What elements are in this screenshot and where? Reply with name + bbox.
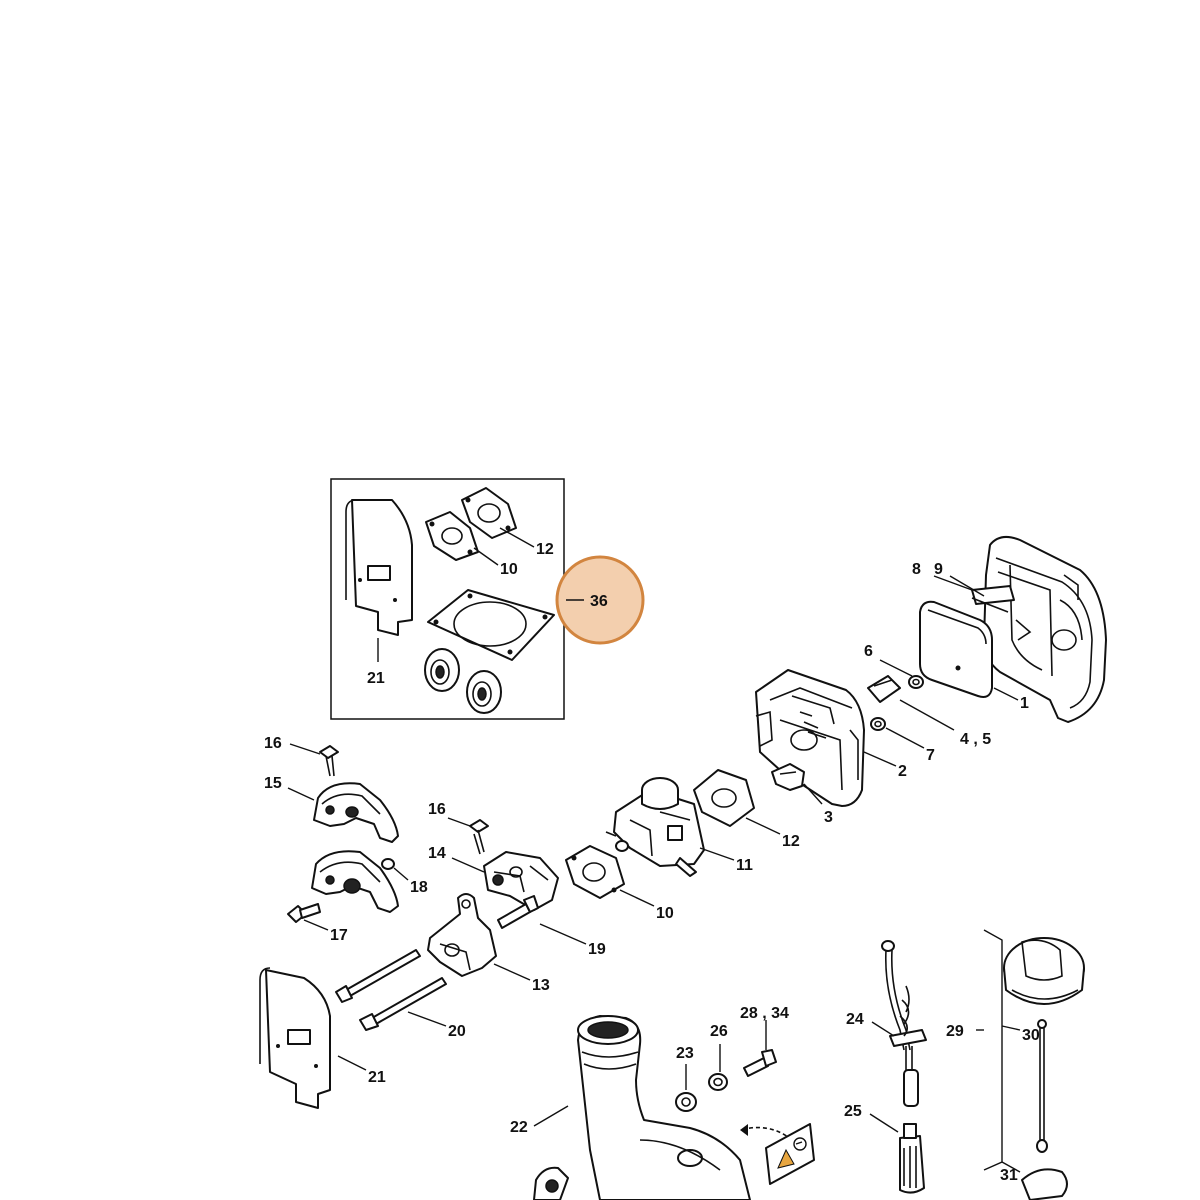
- washer-6-part[interactable]: [908, 675, 924, 689]
- grip-clip-part[interactable]: [533, 1166, 569, 1200]
- highlight-callout-36[interactable]: 36: [555, 555, 645, 645]
- callout-10-kit: 10: [500, 561, 518, 578]
- callout-20: 20: [448, 1023, 466, 1040]
- callout-13: 13: [532, 977, 550, 994]
- callout-21: 21: [368, 1069, 386, 1086]
- warning-triangle-icon: [777, 1137, 807, 1169]
- mount-upper-part[interactable]: [313, 782, 399, 843]
- callout-10: 10: [656, 905, 674, 922]
- nut-18-part[interactable]: [381, 858, 395, 870]
- gasket-kit-box: 12 10 21: [330, 478, 565, 720]
- sleeve-26-part[interactable]: [708, 1073, 728, 1091]
- grommet-23-part[interactable]: [675, 1092, 697, 1112]
- callout-21-kit: 21: [367, 670, 385, 687]
- air-filter-element-part[interactable]: [919, 600, 993, 698]
- nut-7-part[interactable]: [870, 717, 886, 731]
- callout-16-left: 16: [264, 735, 282, 752]
- handle-housing-part[interactable]: [577, 1015, 751, 1200]
- callout-7: 7: [926, 747, 935, 764]
- intake-manifold-part[interactable]: [427, 893, 497, 977]
- screw-16a-part[interactable]: [319, 745, 339, 777]
- fuel-line-part[interactable]: [881, 940, 927, 1107]
- carburetor-part[interactable]: [605, 777, 705, 877]
- muffler-shield-part[interactable]: [259, 967, 331, 1109]
- callout-22: 22: [510, 1119, 528, 1136]
- cap-tether-part[interactable]: [1021, 1019, 1068, 1200]
- callout-3: 3: [824, 809, 833, 826]
- callout-24: 24: [846, 1011, 864, 1028]
- screw-19-part[interactable]: [497, 895, 539, 929]
- kit-bearing-left-part[interactable]: [424, 648, 460, 692]
- callout-12-kit: 12: [536, 541, 554, 558]
- fuel-filter-part[interactable]: [899, 1123, 925, 1194]
- callout-31: 31: [1000, 1167, 1018, 1184]
- callout-23: 23: [676, 1045, 694, 1062]
- mount-lower-part[interactable]: [311, 850, 399, 913]
- callout-19: 19: [588, 941, 606, 958]
- screw-28-part[interactable]: [743, 1049, 777, 1077]
- callout-15: 15: [264, 775, 282, 792]
- callout-30: 30: [1022, 1027, 1040, 1044]
- callout-17: 17: [330, 927, 348, 944]
- kit-bearing-right-part[interactable]: [466, 670, 502, 714]
- air-filter-base-part[interactable]: [755, 669, 865, 807]
- callout-28-34: 28 , 34: [740, 1005, 789, 1022]
- callout-25: 25: [844, 1103, 862, 1120]
- rotation-arrow-icon: [739, 1124, 793, 1141]
- callout-4-5: 4 , 5: [960, 731, 991, 748]
- kit-cylinder-gasket-part[interactable]: [427, 589, 555, 661]
- callout-14: 14: [428, 845, 446, 862]
- callout-36: 36: [590, 593, 608, 610]
- callout-29: 29: [946, 1023, 964, 1040]
- callout-6: 6: [864, 643, 873, 660]
- long-bolt-lower-part[interactable]: [359, 977, 447, 1031]
- callout-11: 11: [736, 857, 753, 874]
- warning-label-part[interactable]: [765, 1123, 815, 1185]
- air-filter-cover-part[interactable]: [983, 535, 1107, 723]
- long-bolt-upper-part[interactable]: [335, 949, 421, 1003]
- kit-gasket-12-part[interactable]: [461, 487, 517, 539]
- callout-18: 18: [410, 879, 428, 896]
- kit-muffler-shield-part[interactable]: [345, 499, 413, 636]
- fuel-cap-part[interactable]: [1003, 937, 1085, 1005]
- retaining-nut-part[interactable]: [867, 675, 901, 703]
- kit-gasket-10-part[interactable]: [425, 511, 479, 561]
- adapter-flange-part[interactable]: [483, 851, 559, 911]
- callout-1: 1: [1020, 695, 1029, 712]
- choke-lever-part[interactable]: [971, 585, 1015, 613]
- gasket-12-part[interactable]: [693, 769, 755, 827]
- retaining-clip-part[interactable]: [771, 763, 805, 791]
- gasket-10-part[interactable]: [565, 845, 625, 899]
- screw-17-part[interactable]: [287, 903, 321, 923]
- screw-16b-part[interactable]: [469, 819, 489, 855]
- callout-2: 2: [898, 763, 907, 780]
- callout-12: 12: [782, 833, 800, 850]
- callout-8: 8: [912, 561, 921, 578]
- callout-26: 26: [710, 1023, 728, 1040]
- callout-16-center: 16: [428, 801, 446, 818]
- callout-9: 9: [934, 561, 943, 578]
